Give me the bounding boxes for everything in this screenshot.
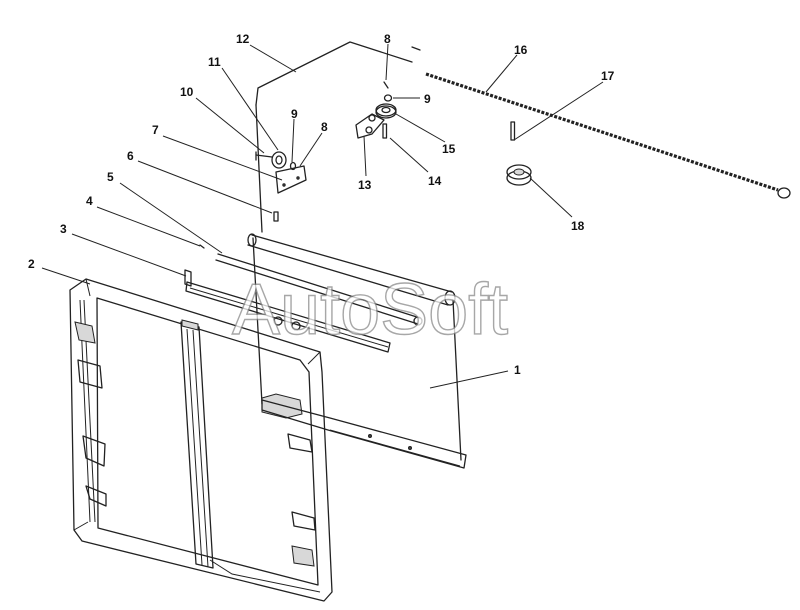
callout-8-top: 8 — [384, 32, 391, 46]
pin-4-part — [199, 244, 205, 249]
watermark-text: AutoSoft — [232, 270, 508, 350]
callout-13: 13 — [358, 178, 372, 192]
callout-11: 11 — [208, 55, 221, 69]
pin-7-part — [273, 211, 279, 222]
callout-9-top: 9 — [424, 92, 431, 106]
clip-8-top-part — [383, 46, 421, 89]
cable-part — [255, 41, 413, 233]
callout-4: 4 — [86, 194, 93, 208]
callout-10: 10 — [180, 85, 194, 99]
callout-5: 5 — [107, 170, 114, 184]
callout-14: 14 — [428, 174, 442, 188]
callout-17: 17 — [601, 69, 615, 83]
pulley-bracket-left-part — [255, 151, 307, 194]
callout-3: 3 — [60, 222, 67, 236]
callout-18: 18 — [571, 219, 585, 233]
chain-spring-part — [425, 72, 791, 199]
callout-15: 15 — [442, 142, 456, 156]
callout-12: 12 — [236, 32, 250, 46]
callout-6: 6 — [127, 149, 134, 163]
leader-lines — [41, 43, 604, 389]
pulley-bracket-right-part — [355, 103, 397, 139]
callout-8-left: 8 — [321, 120, 328, 134]
callout-16: 16 — [514, 43, 528, 57]
spring-rod-part — [215, 253, 423, 326]
roller-tube-part — [247, 233, 456, 306]
callout-labels: 1 2 3 4 5 6 7 8 8 9 9 10 11 12 13 14 15 … — [28, 32, 615, 377]
callout-9-left: 9 — [291, 107, 298, 121]
pin-14-part — [382, 123, 388, 139]
pulley-18-part — [506, 164, 532, 186]
callout-1: 1 — [514, 363, 521, 377]
door-frame-part — [69, 278, 333, 602]
pin-17-part — [510, 121, 516, 141]
callout-7: 7 — [152, 123, 159, 137]
bottom-rail-part — [184, 269, 391, 353]
callout-2: 2 — [28, 257, 35, 271]
washer-9-top-part — [383, 94, 393, 102]
